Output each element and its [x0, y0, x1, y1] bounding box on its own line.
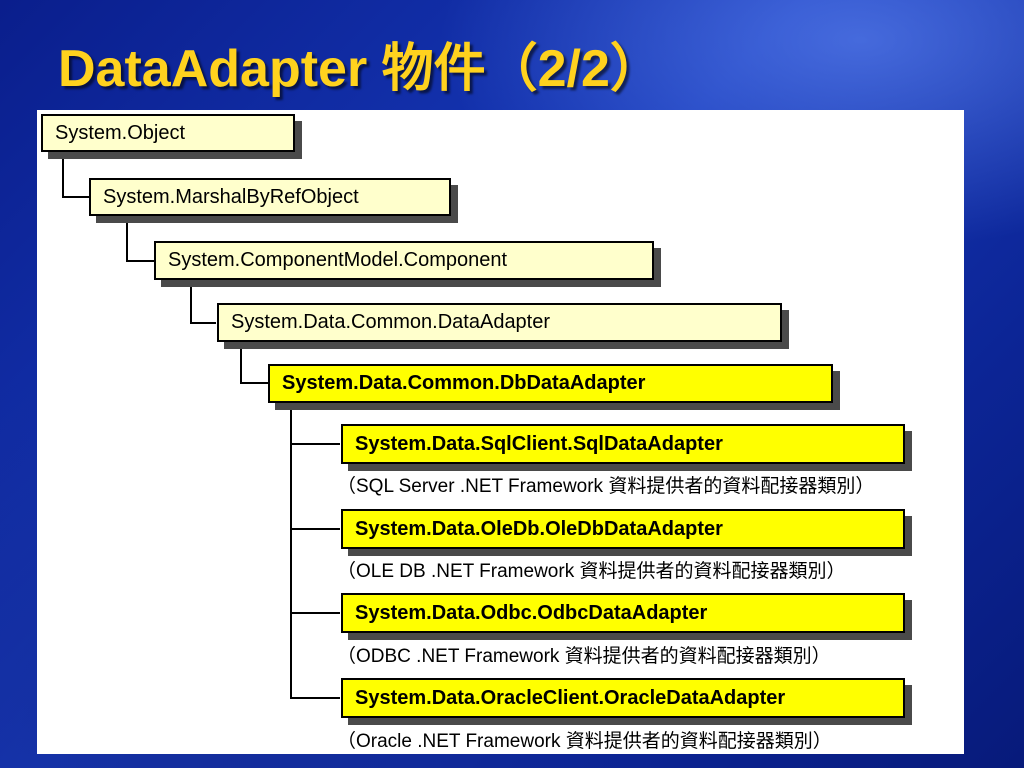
connector-line [62, 196, 90, 198]
connector-line [290, 443, 340, 445]
provider-note: （SQL Server .NET Framework 資料提供者的資料配接器類別… [337, 476, 875, 497]
class-box-odbc-data-adapter: System.Data.Odbc.OdbcDataAdapter [341, 593, 905, 633]
connector-line [240, 340, 242, 384]
class-box-marshal-by-ref-object: System.MarshalByRefObject [89, 178, 451, 216]
connector-line [190, 278, 192, 324]
class-box-system-object: System.Object [41, 114, 295, 152]
class-label: System.Data.OracleClient.OracleDataAdapt… [355, 686, 786, 709]
class-hierarchy-diagram: System.Object System.MarshalByRefObject … [37, 110, 964, 754]
class-label: System.Data.Common.DataAdapter [231, 311, 551, 333]
provider-note: （Oracle .NET Framework 資料提供者的資料配接器類別） [337, 731, 832, 752]
connector-line [290, 612, 340, 614]
provider-note: （ODBC .NET Framework 資料提供者的資料配接器類別） [337, 646, 831, 667]
class-box-sql-data-adapter: System.Data.SqlClient.SqlDataAdapter [341, 424, 905, 464]
class-box-oledb-data-adapter: System.Data.OleDb.OleDbDataAdapter [341, 509, 905, 549]
class-box-data-adapter: System.Data.Common.DataAdapter [217, 303, 782, 342]
class-label: System.Data.OleDb.OleDbDataAdapter [355, 517, 723, 540]
connector-line [290, 402, 292, 698]
class-label: System.Object [55, 121, 186, 144]
connector-line [290, 697, 340, 699]
provider-note: （OLE DB .NET Framework 資料提供者的資料配接器類別） [337, 561, 846, 582]
class-label: System.ComponentModel.Component [168, 249, 508, 271]
connector-line [126, 260, 154, 262]
slide-title: DataAdapter 物件（2/2） [58, 40, 662, 98]
connector-line [126, 214, 128, 262]
class-label: System.Data.Odbc.OdbcDataAdapter [355, 601, 708, 624]
connector-line [62, 150, 64, 198]
class-box-oracle-data-adapter: System.Data.OracleClient.OracleDataAdapt… [341, 678, 905, 718]
class-box-component: System.ComponentModel.Component [154, 241, 654, 280]
connector-line [290, 528, 340, 530]
class-label: System.Data.SqlClient.SqlDataAdapter [355, 432, 723, 455]
class-label: System.Data.Common.DbDataAdapter [282, 372, 646, 394]
connector-line [190, 322, 216, 324]
class-box-db-data-adapter: System.Data.Common.DbDataAdapter [268, 364, 833, 403]
class-label: System.MarshalByRefObject [103, 185, 359, 208]
connector-line [240, 382, 268, 384]
